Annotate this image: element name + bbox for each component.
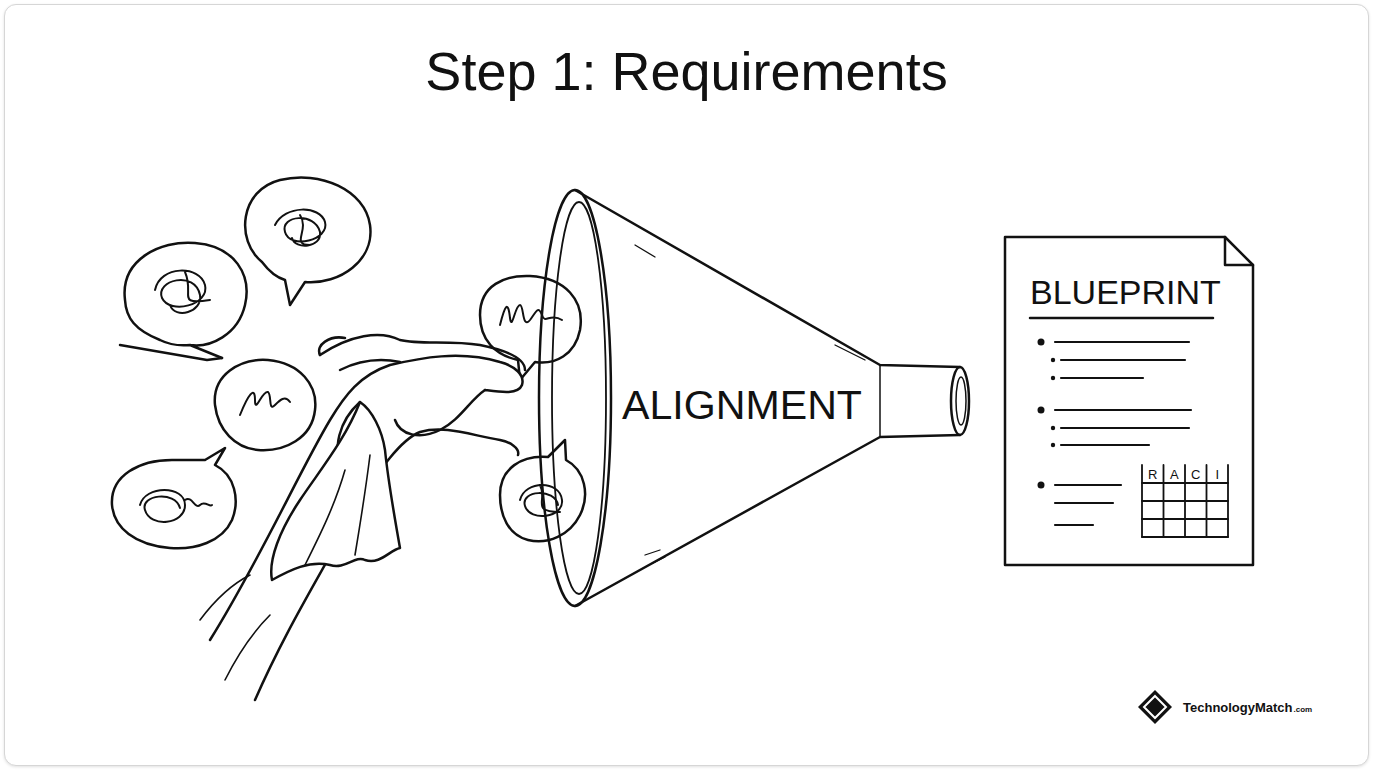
table-header: I bbox=[1215, 467, 1219, 482]
node-heading: BLUEPRINT bbox=[1030, 273, 1221, 312]
table-header: R bbox=[1148, 467, 1157, 482]
blueprint-document: BLUEPRINT RACI bbox=[1003, 235, 1255, 567]
node-heading: ALIGNMENT bbox=[622, 382, 862, 429]
table-header: C bbox=[1191, 467, 1200, 482]
hand-with-cloth bbox=[200, 335, 525, 700]
logo-text: TechnologyMatch bbox=[1183, 700, 1293, 715]
logo-icon bbox=[1135, 687, 1175, 727]
table-header: A bbox=[1170, 467, 1179, 482]
logo-suffix: .com bbox=[1294, 705, 1313, 714]
page-title: Step 1: Requirements bbox=[0, 40, 1373, 102]
alignment-funnel: ALIGNMENT bbox=[535, 185, 975, 615]
